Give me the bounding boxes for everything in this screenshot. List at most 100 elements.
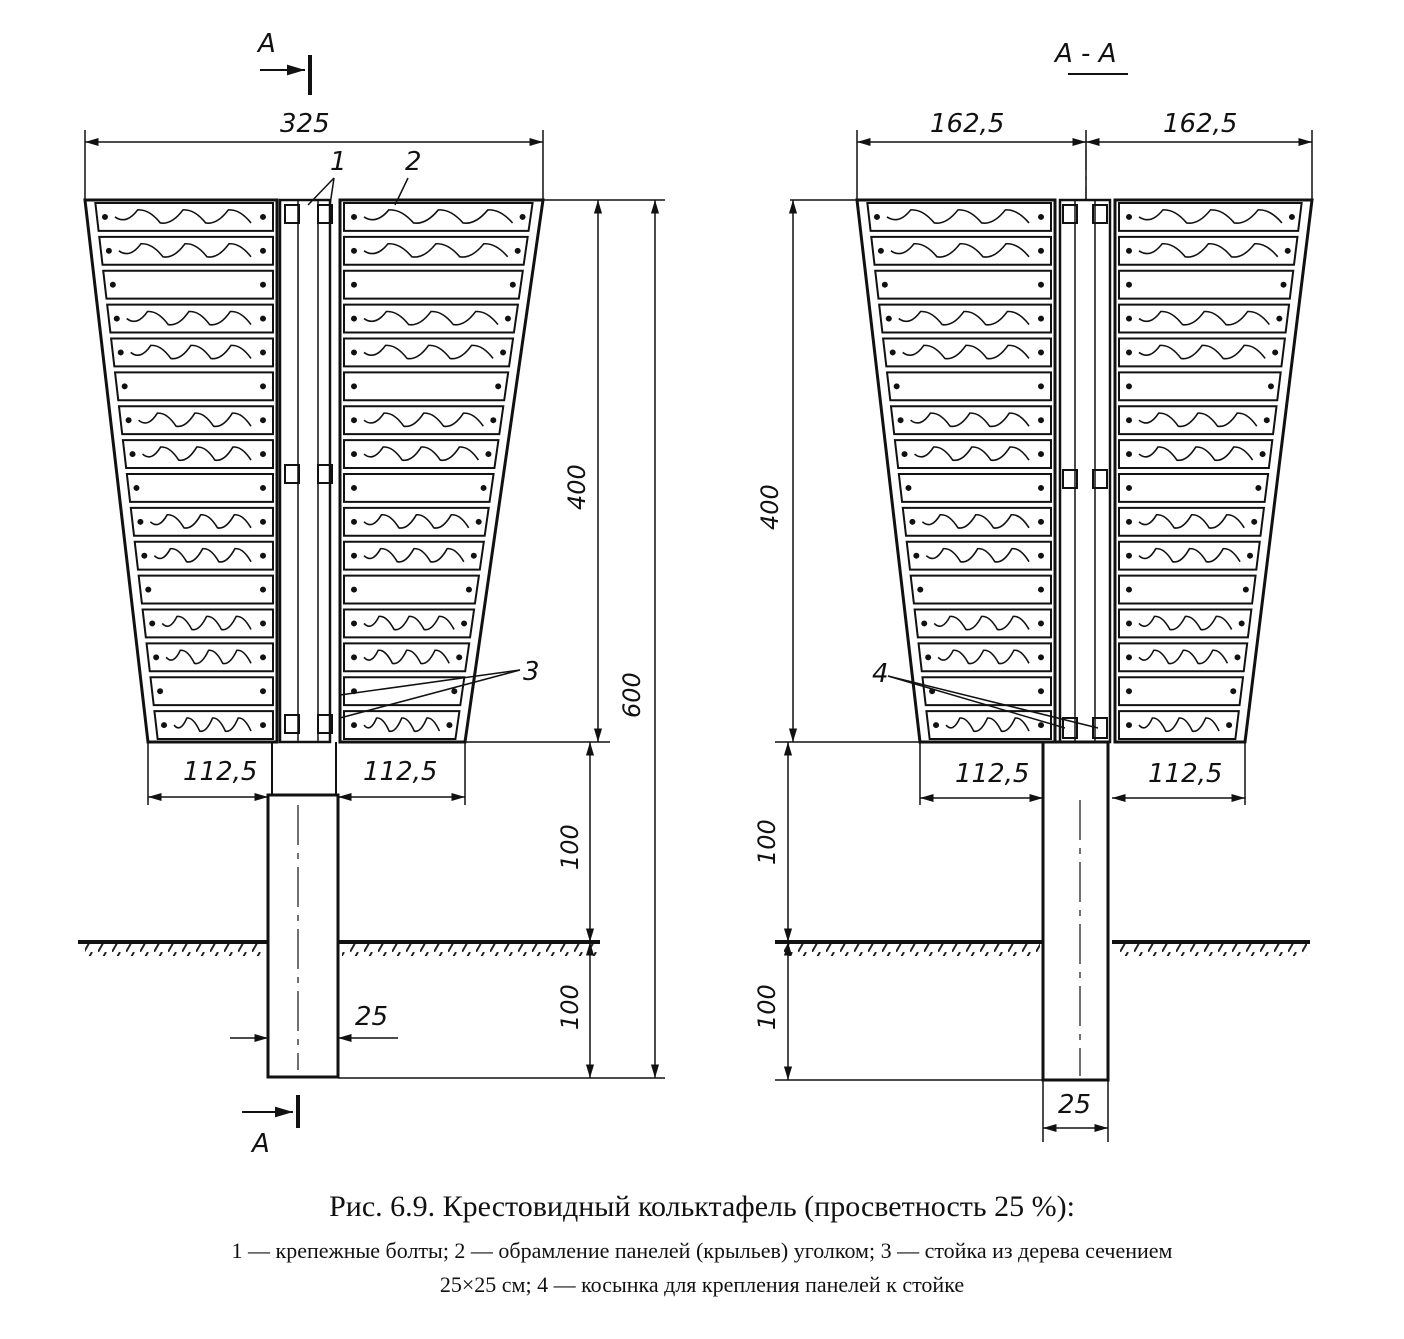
section-post (1041, 150, 1112, 1082)
panel-slat (897, 473, 1052, 503)
panel-slat (1118, 269, 1295, 300)
panel-slat (343, 269, 524, 300)
panel-slat (1118, 540, 1261, 571)
panel-slat (343, 710, 461, 740)
panel-slat (874, 269, 1052, 300)
panel-slat (917, 642, 1052, 673)
dim-post-width-front: 25 (230, 1002, 398, 1043)
panel-slat (866, 202, 1052, 232)
panel-slat (343, 540, 485, 571)
section-mark-bottom: A (242, 1095, 300, 1159)
panel-slat (129, 506, 274, 537)
panel-slat (343, 608, 476, 639)
callout-1: 1 (330, 147, 347, 177)
section-mark-top: A (256, 29, 312, 95)
ground-line-section (775, 940, 1310, 956)
dim-post-width-label: 25 (355, 1002, 388, 1032)
panel-slat (921, 676, 1052, 707)
figure-caption-line1: 1 — крепежные болты; 2 — обрамление пане… (231, 1238, 1173, 1263)
panel-slat (1118, 473, 1270, 503)
panel-slat (1118, 710, 1240, 740)
panel-slat (145, 642, 274, 673)
panel-slat (137, 574, 274, 605)
panel-slat (121, 439, 274, 469)
section-left-wing (855, 198, 1057, 744)
dim-vertical-front: 400 600 100 100 (338, 199, 665, 1079)
wooden-post (266, 198, 340, 1079)
panel-slat (1118, 676, 1245, 707)
dim-post-above-label: 100 (556, 824, 584, 870)
panel-slat (343, 506, 490, 537)
callout-4: 4 (872, 659, 889, 689)
dim-total-height-label: 600 (618, 672, 646, 718)
dim-post-width-section-label: 25 (1058, 1090, 1091, 1120)
panel-slat (343, 303, 520, 334)
panel-slat (133, 540, 274, 571)
panel-slat (1118, 303, 1291, 334)
panel-slat (343, 574, 481, 605)
panel-slat (109, 337, 274, 368)
panel-slat (94, 202, 274, 232)
panel-slat (149, 676, 274, 707)
panel-slat (125, 473, 274, 503)
panel-slat (1118, 642, 1249, 673)
dim-left-panel-section-label: 112,5 (955, 759, 1029, 789)
panel-slat (113, 371, 274, 402)
panel-slat (909, 574, 1052, 605)
panel-slat (925, 710, 1052, 740)
panel-slat (1118, 371, 1282, 402)
panel-slat (343, 642, 471, 673)
dim-post-width-section: 25 (1042, 1080, 1109, 1142)
panel-slat (913, 608, 1052, 639)
left-wing-panel (83, 198, 279, 744)
dim-post-below-section-label: 100 (753, 984, 781, 1030)
section-view: А - А 162,5 162,5 (753, 39, 1314, 1142)
dim-post-below-label: 100 (556, 984, 584, 1030)
right-wing-panel (338, 198, 545, 744)
panel-slat (1118, 235, 1299, 266)
section-title: А - А (1053, 39, 1116, 69)
kolktafel-drawing: A 325 1 2 (78, 29, 1314, 1159)
dim-post-above-section-label: 100 (753, 819, 781, 865)
dim-panel-height-label: 400 (563, 464, 591, 510)
section-right-wing (1113, 198, 1314, 744)
panel-slat (1118, 405, 1278, 436)
dim-left-half-label: 162,5 (930, 109, 1004, 139)
panel-slat (878, 303, 1052, 334)
dim-halves: 162,5 162,5 (856, 109, 1313, 200)
panel-slat (1118, 574, 1257, 605)
panel-slat (1118, 202, 1303, 232)
dim-vertical-section: 400 100 100 (753, 199, 1043, 1081)
dim-panels-front: 112,5 112,5 (147, 742, 466, 805)
panel-slat (343, 439, 500, 469)
panel-slat (1118, 608, 1253, 639)
panel-slat (881, 337, 1052, 368)
panel-slat (905, 540, 1052, 571)
panel-slat (98, 235, 274, 266)
dim-panel-height-section-label: 400 (756, 484, 784, 530)
panel-slat (141, 608, 274, 639)
panel-slat (153, 710, 274, 740)
figure-caption-line2: 25×25 см; 4 — косынка для крепления пане… (439, 1272, 965, 1297)
dim-right-panel-label: 112,5 (363, 757, 437, 787)
panel-slat (1118, 506, 1266, 537)
section-letter-top: A (256, 29, 276, 59)
panel-slat (1118, 337, 1287, 368)
front-view: A 325 1 2 (78, 29, 665, 1159)
figure-caption-title: Рис. 6.9. Крестовидный колькта­фель (про… (329, 1190, 1075, 1223)
ground-line-front (78, 940, 600, 956)
panel-slat (343, 202, 534, 232)
dim-total-width: 325 (84, 109, 544, 200)
panel-slat (117, 405, 274, 436)
panel-slat (343, 337, 515, 368)
panel-slat (1118, 439, 1274, 469)
dim-right-panel-section-label: 112,5 (1148, 759, 1222, 789)
panel-slat (870, 235, 1052, 266)
dim-total-width-label: 325 (280, 109, 330, 139)
panel-slat (893, 439, 1052, 469)
panel-slat (889, 405, 1052, 436)
panel-slat (106, 303, 274, 334)
panel-slat (343, 473, 495, 503)
section-letter-bottom: A (250, 1129, 270, 1159)
panel-slat (343, 371, 510, 402)
